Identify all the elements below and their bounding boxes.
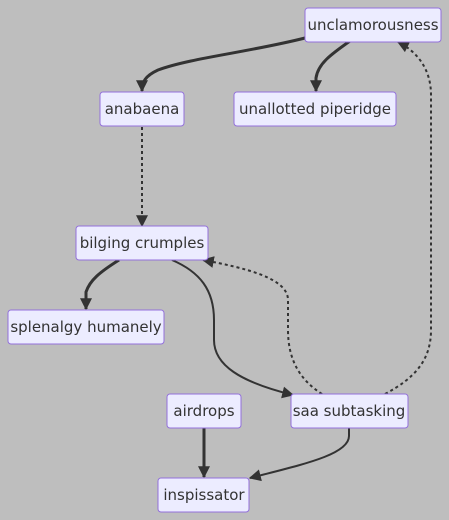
- node-label-bilging-crumples: bilging crumples: [80, 234, 205, 252]
- edge-unclamorousness-to-anabaena: [136, 36, 306, 93]
- edge-saa-subtasking-to-unclamorousness: [384, 41, 432, 395]
- edge-bilging-crumples-to-splenalgy-humanely: [80, 258, 120, 311]
- edge-unclamorousness-to-unallotted-piperidge: [310, 39, 351, 93]
- node-label-unallotted-piperidge: unallotted piperidge: [239, 100, 391, 118]
- edge-saa-subtasking-to-inspissator: [248, 428, 350, 482]
- node-unclamorousness[interactable]: unclamorousness: [304, 7, 442, 43]
- node-label-unclamorousness: unclamorousness: [307, 16, 438, 34]
- edges-layer: [80, 36, 432, 482]
- edge-saa-subtasking-to-bilging-crumples: [201, 256, 323, 395]
- node-saa-subtasking[interactable]: saa subtasking: [290, 393, 409, 429]
- edge-bilging-crumples-to-saa-subtasking: [171, 259, 295, 399]
- node-label-airdrops: airdrops: [173, 402, 234, 420]
- node-airdrops[interactable]: airdrops: [166, 393, 242, 429]
- node-unallotted-piperidge[interactable]: unallotted piperidge: [233, 91, 397, 127]
- node-label-splenalgy-humanely: splenalgy humanely: [10, 318, 161, 336]
- node-label-saa-subtasking: saa subtasking: [293, 402, 406, 420]
- nodes-layer: unclamorousness anabaena unallotted pipe…: [7, 7, 442, 513]
- node-bilging-crumples[interactable]: bilging crumples: [75, 225, 209, 261]
- node-splenalgy-humanely[interactable]: splenalgy humanely: [7, 309, 165, 345]
- node-inspissator[interactable]: inspissator: [157, 477, 250, 513]
- node-label-inspissator: inspissator: [163, 486, 245, 504]
- node-label-anabaena: anabaena: [105, 100, 180, 118]
- node-anabaena[interactable]: anabaena: [99, 91, 185, 127]
